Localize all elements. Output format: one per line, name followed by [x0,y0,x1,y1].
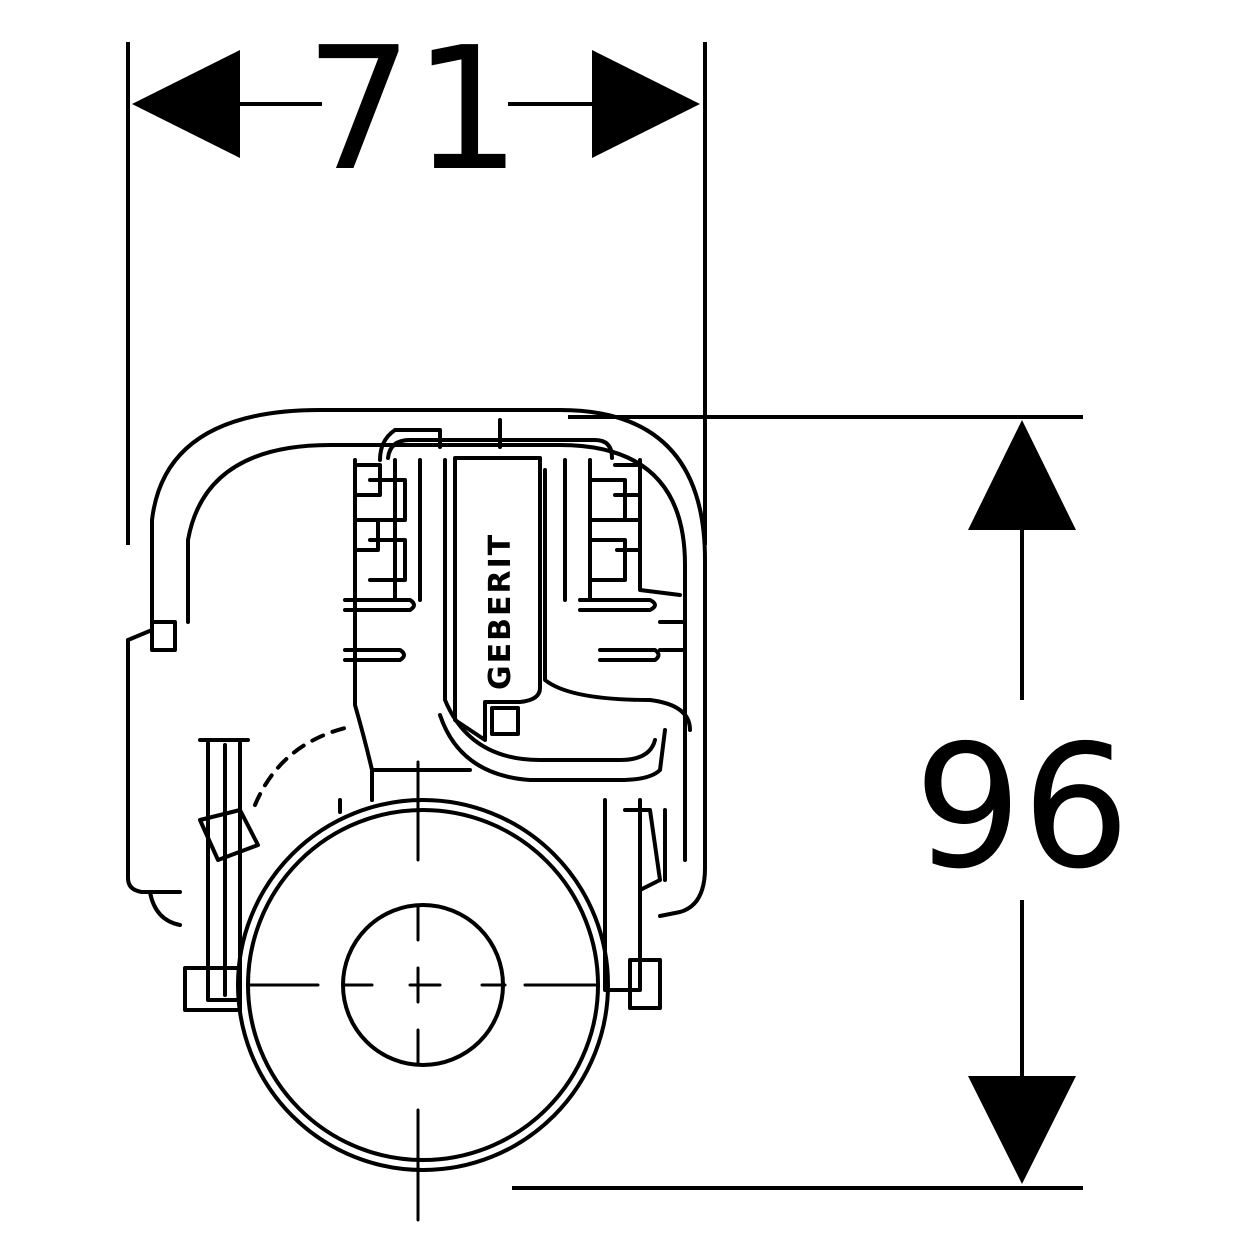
outer-housing-left-wall [126,628,182,894]
height-dimension-value: 96 [914,709,1130,907]
brand-logo: GEBERIT [483,533,518,690]
left-clip [150,620,177,652]
float-arm-top [543,468,692,732]
width-arrowhead-right [592,50,700,158]
right-stepped-edge [613,463,642,552]
left-post [198,738,250,1002]
width-dimension: 71 [126,11,707,545]
height-arrowhead-bottom [968,1076,1076,1184]
outer-ring [236,798,610,1172]
left-stepped-edge [353,463,382,552]
left-post-detail [198,743,260,997]
float-arm-outer [438,713,667,782]
logo-square [490,706,520,736]
hidden-arc-left [253,726,347,807]
riser-column-right [638,458,682,597]
width-arrowhead-left [132,50,240,158]
inner-ribs [393,458,592,602]
right-post-detail [623,808,667,892]
right-clip [658,620,687,652]
valve-body [126,408,707,1222]
ring-collar [338,768,472,814]
right-comb-teeth [578,478,661,662]
logo-stem [453,456,542,742]
right-post [603,798,642,992]
height-dimension: 96 [512,415,1130,1190]
left-comb-teeth [343,478,416,662]
right-foot [628,958,662,1010]
upper-bridge [386,438,614,460]
float-arm-inner [443,458,657,762]
height-arrowhead-top [968,420,1076,530]
riser-column-left [353,458,374,802]
outer-housing [150,408,707,918]
inner-housing [186,443,687,862]
center-crosshair [246,760,597,1222]
width-dimension-value: 71 [305,11,521,209]
